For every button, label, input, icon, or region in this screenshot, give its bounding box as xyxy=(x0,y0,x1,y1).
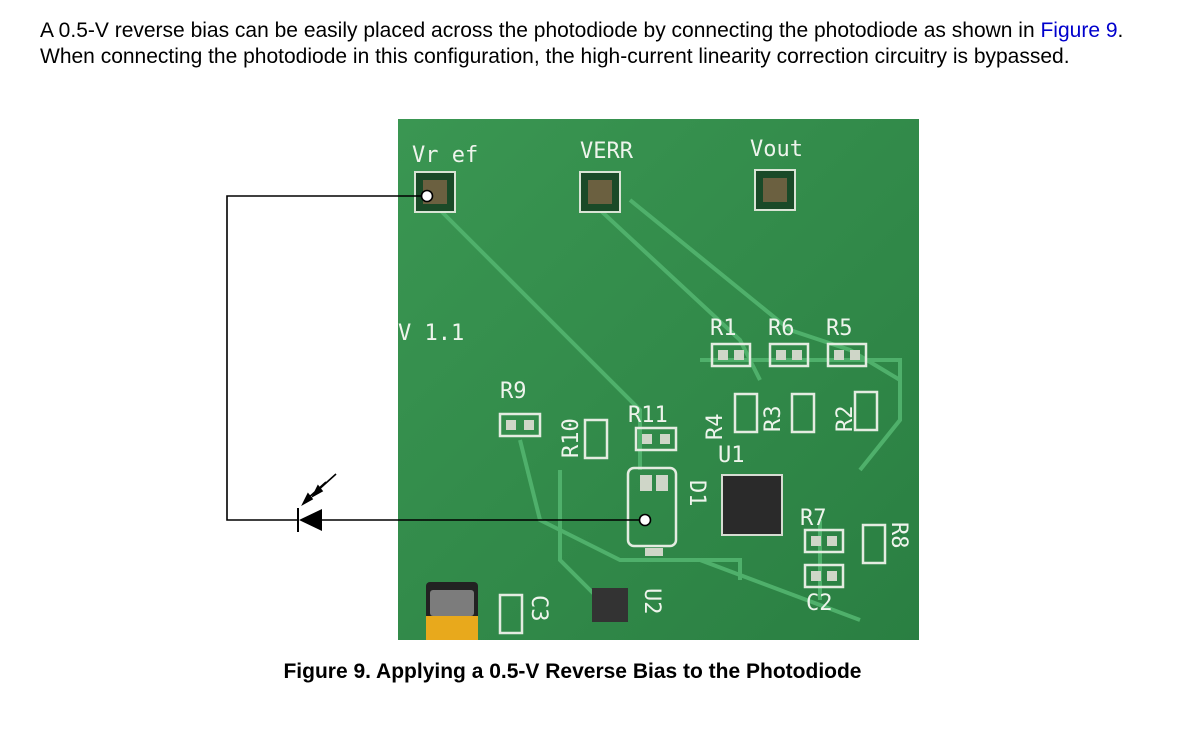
label-d1: D1 xyxy=(684,480,709,507)
paragraph-text-before: A 0.5-V reverse bias can be easily place… xyxy=(40,19,1041,42)
u1-chip xyxy=(721,474,783,536)
test-points xyxy=(414,169,796,213)
label-r9: R9 xyxy=(500,379,527,404)
label-r1: R1 xyxy=(710,316,737,341)
label-verr: VERR xyxy=(580,139,634,164)
component-footprints xyxy=(498,342,887,635)
label-version: V 1.1 xyxy=(398,321,464,346)
label-u1: U1 xyxy=(718,443,745,468)
wiring xyxy=(226,195,645,521)
paragraph-text-after: . When connecting the photodiode in this… xyxy=(40,19,1124,68)
intro-paragraph: A 0.5-V reverse bias can be easily place… xyxy=(40,18,1180,70)
component-pads xyxy=(506,350,860,581)
label-vref: Vr ef xyxy=(412,143,478,168)
label-c2: C2 xyxy=(806,591,833,616)
label-r5: R5 xyxy=(826,316,853,341)
label-r6: R6 xyxy=(768,316,795,341)
label-u2: U2 xyxy=(639,588,664,615)
label-c3: C3 xyxy=(526,595,551,622)
label-r7: R7 xyxy=(800,506,827,531)
vref-connection-point xyxy=(420,189,434,203)
label-r11: R11 xyxy=(628,403,668,428)
label-r8: R8 xyxy=(886,522,911,549)
silkscreen-labels: Vr ef VERR Vout V 1.1 R1 R6 R5 R9 R11 U1… xyxy=(398,137,911,622)
figure-9-link[interactable]: Figure 9 xyxy=(1040,19,1118,42)
photodiode-icon xyxy=(297,473,337,532)
figure-caption: Figure 9. Applying a 0.5-V Reverse Bias … xyxy=(283,660,862,683)
label-r10: R10 xyxy=(559,418,584,458)
d1-connection-point xyxy=(638,513,652,527)
u2-chip xyxy=(592,588,628,622)
label-r4: R4 xyxy=(703,414,728,441)
label-vout: Vout xyxy=(750,137,803,162)
label-r3: R3 xyxy=(761,406,786,433)
